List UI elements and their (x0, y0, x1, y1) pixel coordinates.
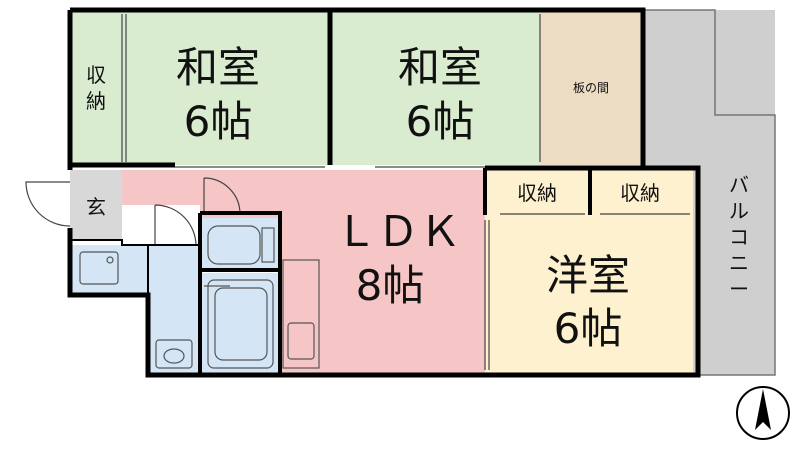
sliding-door-marks (121, 14, 690, 370)
label-storage-left-2: 納 (86, 89, 106, 113)
storage-1 (485, 170, 590, 215)
walls (67, 7, 701, 378)
label-balcony-2: ル (729, 199, 749, 223)
wet-area (70, 245, 200, 375)
label-storage-left-1: 収 (86, 63, 106, 87)
label-yoshitsu-size: 6帖 (554, 304, 623, 353)
room-itanoma (540, 10, 643, 165)
label-genkan: 玄 (86, 195, 106, 219)
label-washitsu-left-size: 6帖 (184, 97, 253, 146)
storage-left (70, 10, 122, 165)
label-washitsu-center-size: 6帖 (406, 97, 475, 146)
label-washitsu-center-name: 和室 (398, 43, 482, 92)
storage-2 (590, 170, 693, 215)
entrance (70, 170, 122, 240)
room-washitsu-center (330, 10, 540, 165)
label-storage-1: 収納 (517, 181, 557, 205)
label-ldk-name: ＬＤＫ (335, 207, 461, 256)
label-washitsu-left-name: 和室 (176, 43, 260, 92)
north-arrow-icon (736, 386, 790, 440)
label-balcony-3: コ (729, 225, 749, 249)
label-ldk-size: 8帖 (356, 261, 425, 310)
door-swings (25, 177, 241, 247)
label-balcony-4: ニ (729, 251, 749, 275)
label-storage-2: 収納 (620, 181, 660, 205)
room-yoshitsu (485, 215, 693, 375)
label-itanoma: 板の間 (573, 81, 609, 95)
label-yoshitsu-name: 洋室 (546, 251, 630, 300)
label-balcony-1: バ (729, 173, 749, 197)
label-balcony-5: ー (729, 277, 749, 301)
fixtures (79, 225, 320, 369)
